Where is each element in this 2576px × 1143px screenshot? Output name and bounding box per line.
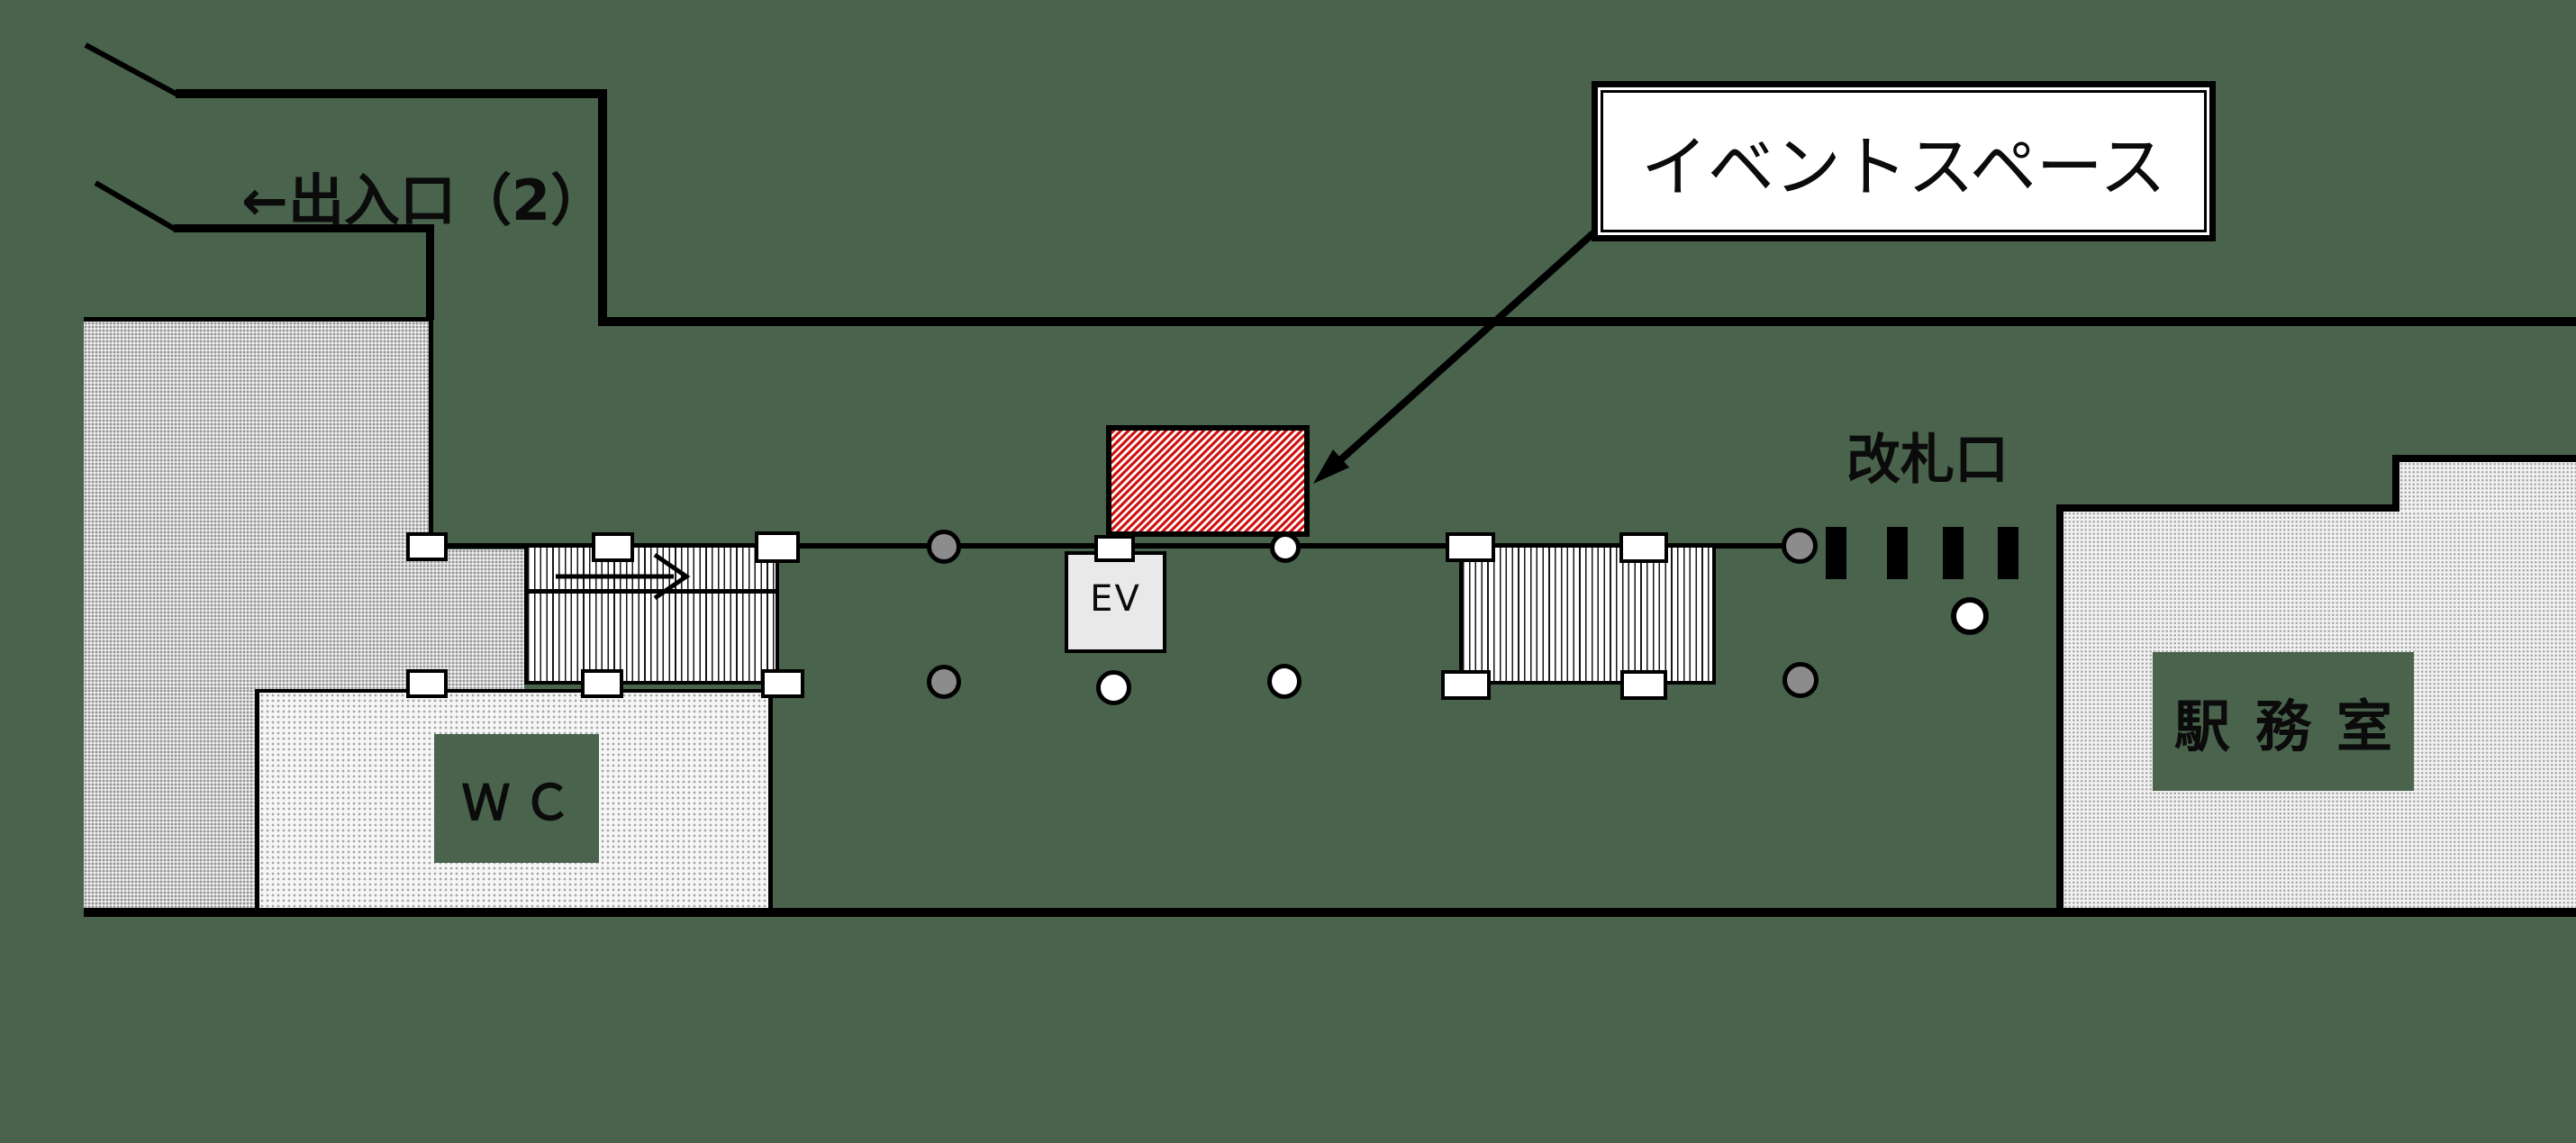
- pillar-circle-gray: [1782, 528, 1818, 564]
- pillar-square: [755, 531, 800, 563]
- pillar-square: [1441, 670, 1491, 700]
- elevator-box: EV: [1065, 551, 1166, 653]
- pillar-circle-gray: [1782, 662, 1819, 698]
- pillar-circle-gray: [927, 530, 961, 564]
- gate-pillar-circle: [1951, 597, 1989, 635]
- ticket-gate-label: 改札口: [1846, 428, 2009, 492]
- wall-bottom: [84, 908, 2576, 917]
- center-stairs: [1459, 544, 1716, 685]
- elevator-label: EV: [1090, 578, 1141, 620]
- pillar-square: [592, 532, 634, 562]
- office-wall-step: [2392, 455, 2399, 512]
- pillar-square: [1620, 670, 1667, 700]
- station-office-building-upper: [2399, 462, 2576, 512]
- pillar-square: [761, 669, 804, 698]
- wall-upper-vertical: [598, 89, 607, 326]
- left-structure-strip: [84, 689, 259, 908]
- wall-lower-vertical: [426, 224, 434, 320]
- ticket-gate-bar: [1826, 527, 1846, 579]
- wall-upper-corridor: [176, 89, 606, 98]
- entrance-diagonal-wall-upper: [84, 42, 181, 98]
- entrance-diagonal-wall-lower: [94, 180, 179, 233]
- ticket-gate-bar: [1887, 527, 1908, 579]
- event-space-callout-inner: イベントスペース: [1601, 90, 2207, 232]
- office-wall-left: [2056, 504, 2064, 908]
- wall-lower-corridor: [174, 224, 433, 232]
- ticket-gate-bar: [1998, 527, 2018, 579]
- wc-label: ＷＣ: [461, 775, 585, 831]
- pillar-square: [406, 532, 448, 561]
- pillar-circle-white: [1270, 532, 1301, 563]
- event-space-arrowhead-icon: [1313, 449, 1349, 484]
- station-office-label-box: 駅務室: [2153, 652, 2414, 791]
- event-space-arrow: [1338, 230, 1597, 462]
- left-structure-block: [84, 317, 433, 549]
- pillar-circle-gray: [927, 665, 961, 699]
- left-structure-lower: [84, 549, 524, 689]
- pillar-square: [1446, 532, 1495, 562]
- left-stairs: [524, 544, 779, 685]
- stairs-divider-line: [524, 589, 779, 594]
- pillar-circle-white: [1096, 670, 1131, 705]
- event-space-area: [1106, 425, 1310, 537]
- office-wall-top-upper: [2392, 455, 2576, 462]
- wall-long-top: [598, 317, 2576, 326]
- event-space-callout: イベントスペース: [1592, 81, 2216, 241]
- event-space-label: イベントスペース: [1640, 128, 2167, 206]
- pillar-circle-white: [1267, 664, 1302, 699]
- exit-entrance-label: ←出入口（2）: [241, 168, 607, 233]
- station-office-label: 駅務室: [2174, 694, 2418, 759]
- office-wall-top: [2056, 504, 2399, 512]
- pillar-square: [406, 669, 448, 698]
- pillar-square: [1094, 535, 1135, 562]
- wc-label-box: ＷＣ: [434, 734, 599, 863]
- pillar-square: [581, 669, 623, 698]
- ticket-gate-bar: [1943, 527, 1964, 579]
- pillar-square: [1619, 532, 1668, 563]
